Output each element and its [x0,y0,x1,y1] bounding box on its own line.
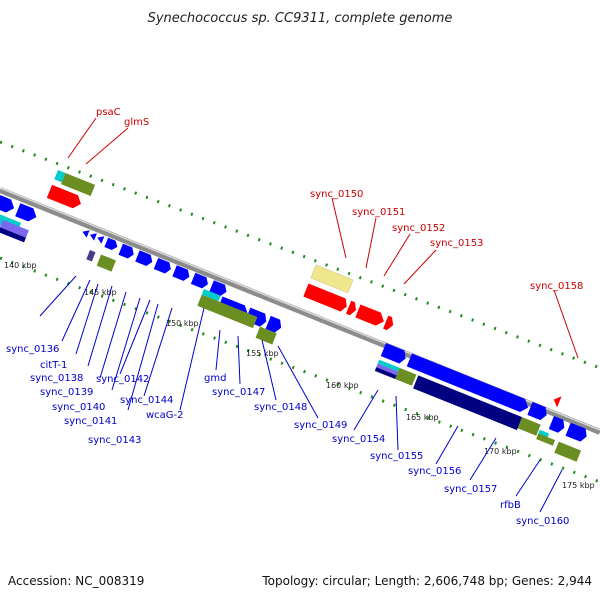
gene-label-sync_0150: sync_0150 [310,189,363,200]
kbp-label: 170 kbp [484,447,517,456]
map-title: Synechococcus sp. CC9311, complete genom… [148,11,453,26]
gene-label-citT-1: citT-1 [40,360,67,371]
gene-label-sync_0144: sync_0144 [120,395,173,406]
gene-label-sync_0149: sync_0149 [294,420,347,431]
cds-purple [0,219,29,240]
kbp-label: 145 kbp [84,288,117,297]
gene-label-sync_0136: sync_0136 [6,344,59,355]
kbp-label: 175 kbp [562,481,595,490]
gene-label-sync_0143: sync_0143 [88,435,141,446]
gene-label-sync_0154: sync_0154 [332,434,385,445]
glmS-feature [60,172,96,197]
gene-label-sync_0140: sync_0140 [52,402,105,413]
gene-label-sync_0157: sync_0157 [444,484,497,495]
gene-label-gmd: gmd [204,373,226,384]
kbp-scale: 140 kbp 145 kbp 150 kbp 155 kbp 160 kbp … [4,261,595,490]
mid-features [197,289,282,345]
gene-label-sync_0147: sync_0147 [212,387,265,398]
gene-label-sync_0151: sync_0151 [352,207,405,218]
kbp-label: 140 kbp [4,261,37,270]
cds-forward [0,195,15,213]
cds-navy [0,227,26,243]
gene-label-sync_0141: sync_0141 [64,416,117,427]
gene-label-sync_0138: sync_0138 [30,373,83,384]
gene-label-sync_0153: sync_0153 [430,238,483,249]
kbp-label: 150 kbp [166,319,199,328]
right-features [374,343,587,462]
gene-label-sync_0148: sync_0148 [254,402,307,413]
left-features [0,170,227,296]
kbp-label: 165 kbp [406,413,439,422]
gene-label-sync_0152: sync_0152 [392,223,445,234]
gene-label-rfbB: rfbB [500,500,521,511]
gene-label-sync_0156: sync_0156 [408,466,461,477]
bottom-labels: sync_0136 citT-1 sync_0138 sync_0139 syn… [6,275,569,527]
gene-label-sync_0155: sync_0155 [370,451,423,462]
sync-0150-region [303,264,394,331]
genome-summary-text: Topology: circular; Length: 2,606,748 bp… [261,574,592,588]
gene-label-sync_0142: sync_0142 [96,374,149,385]
gene-label-sync_0160: sync_0160 [516,516,569,527]
top-labels: psaC glmS sync_0150 sync_0151 sync_0152 … [67,107,583,359]
cds-reverse [46,184,81,209]
psaC-feature [54,170,66,183]
gene-label-sync_0139: sync_0139 [40,387,93,398]
gene-label-sync_0158: sync_0158 [530,281,583,292]
kbp-label: 160 kbp [326,381,359,390]
cds-forward [15,203,37,222]
kbp-label: 155 kbp [246,349,279,358]
gene-label-wcaG-2: wcaG-2 [146,410,184,421]
gene-label-psaC: psaC [96,107,121,118]
gene-label-glmS: glmS [124,117,149,128]
accession-text: Accession: NC_008319 [8,574,144,588]
